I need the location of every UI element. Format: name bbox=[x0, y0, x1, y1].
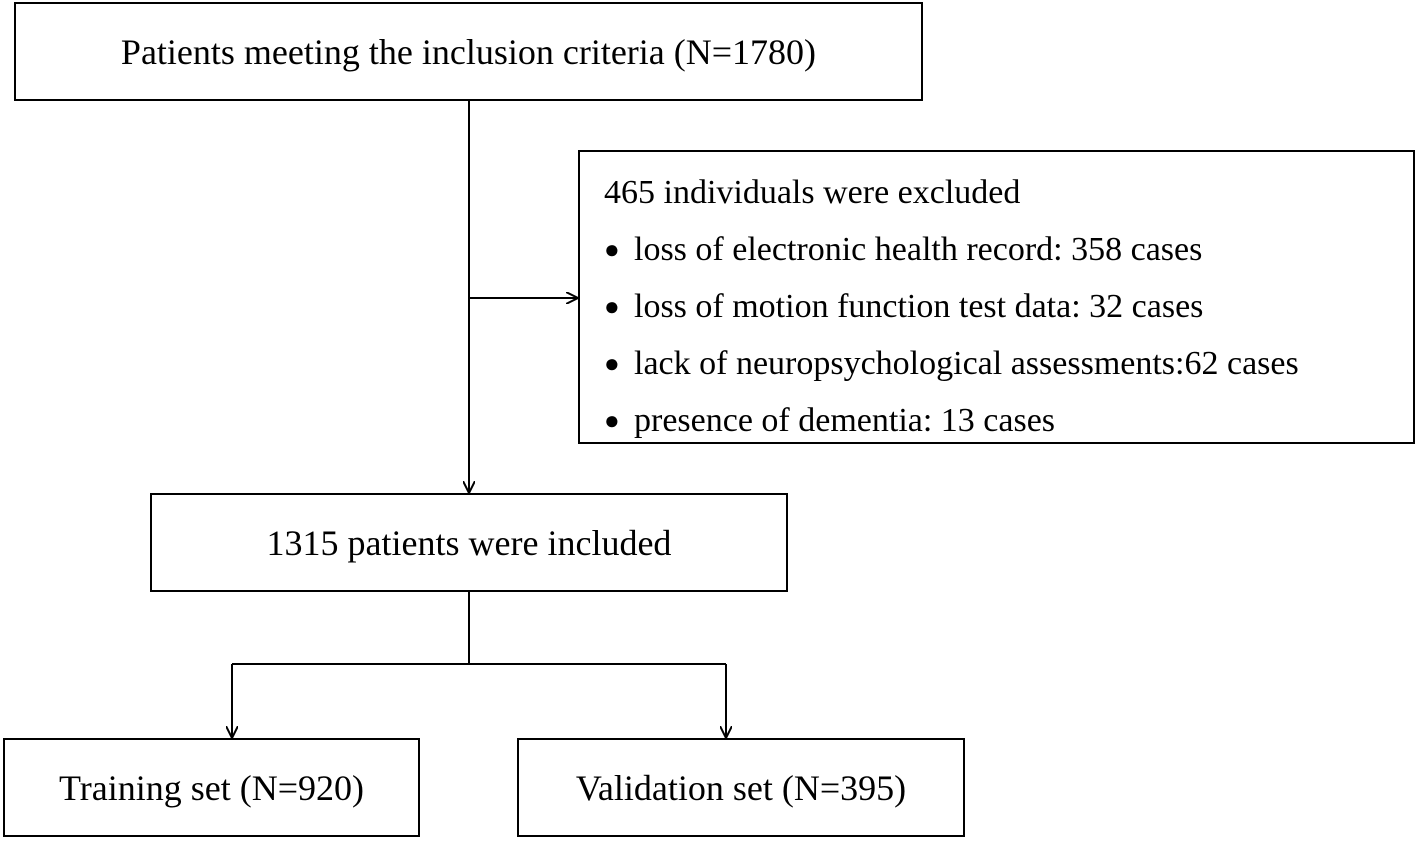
validation-set-label: Validation set (N=395) bbox=[575, 767, 907, 808]
bullet-icon: ● bbox=[604, 349, 620, 378]
bullet-icon: ● bbox=[604, 406, 620, 435]
bullet-icon: ● bbox=[604, 235, 620, 264]
validation-set-box: Validation set (N=395) bbox=[517, 738, 965, 837]
excluded-item-label: loss of motion function test data: 32 ca… bbox=[634, 288, 1204, 325]
excluded-item: ● loss of electronic health record: 358 … bbox=[604, 221, 1413, 278]
included-box: 1315 patients were included bbox=[150, 493, 788, 592]
excluded-box: 465 individuals were excluded ● loss of … bbox=[578, 150, 1415, 444]
training-set-label: Training set (N=920) bbox=[59, 767, 364, 808]
excluded-item: ● lack of neuropsychological assessments… bbox=[604, 335, 1413, 392]
excluded-item: ● loss of motion function test data: 32 … bbox=[604, 278, 1413, 335]
inclusion-criteria-label: Patients meeting the inclusion criteria … bbox=[120, 31, 817, 72]
excluded-item-label: loss of electronic health record: 358 ca… bbox=[634, 231, 1203, 268]
training-set-box: Training set (N=920) bbox=[3, 738, 420, 837]
inclusion-criteria-box: Patients meeting the inclusion criteria … bbox=[14, 2, 923, 101]
bullet-icon: ● bbox=[604, 292, 620, 321]
included-label: 1315 patients were included bbox=[266, 522, 672, 563]
excluded-item-label: presence of dementia: 13 cases bbox=[634, 402, 1056, 439]
excluded-item-label: lack of neuropsychological assessments:6… bbox=[634, 345, 1299, 382]
excluded-title: 465 individuals were excluded bbox=[604, 174, 1021, 211]
excluded-item: ● presence of dementia: 13 cases bbox=[604, 392, 1413, 449]
